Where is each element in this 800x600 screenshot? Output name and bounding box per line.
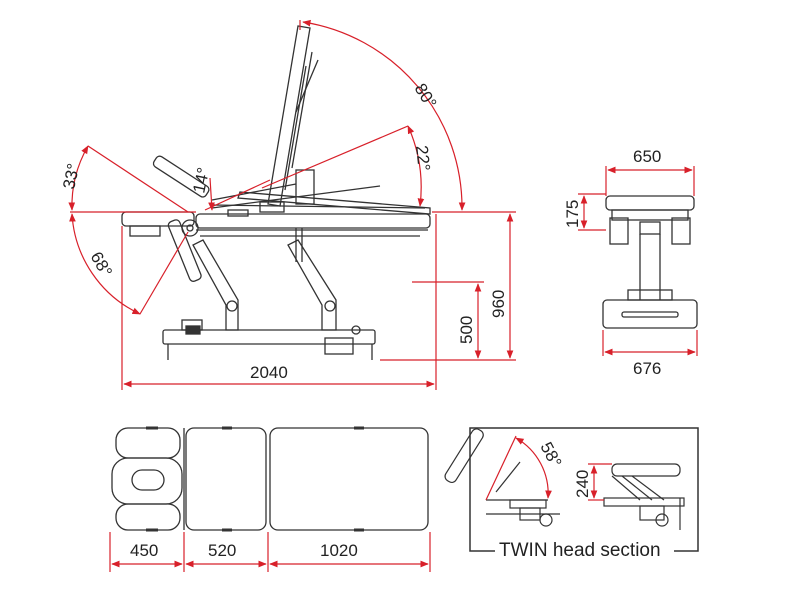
label-33: 33° [59, 162, 83, 191]
base-frame [162, 329, 376, 345]
top-view-dimensions [109, 532, 431, 572]
arc-80 [302, 19, 466, 211]
twin-head-box: TWIN head section [469, 427, 699, 561]
twin-head-caption: TWIN head section [499, 540, 661, 561]
end-mattress [605, 195, 695, 211]
label-22: 22° [412, 144, 434, 172]
face-hole [131, 469, 165, 491]
twin-head-labels: 58° 240 [536, 439, 592, 498]
end-view-labels: 650 676 175 [563, 147, 661, 378]
label-68: 68° [87, 249, 116, 281]
leg-section [269, 427, 429, 531]
head-lowered [167, 219, 202, 282]
label-1020: 1020 [320, 541, 358, 560]
label-450: 450 [130, 541, 158, 560]
side-view-labels: 80° 22° 33° 68° 14° 2040 960 500 [59, 80, 508, 382]
head-raised [152, 155, 210, 198]
twin-head-dimensions [485, 435, 612, 501]
head-cushion-top [115, 427, 181, 459]
back-section [185, 427, 267, 531]
twin-head-tilted [444, 428, 484, 484]
twin-head-raised [611, 463, 681, 477]
label-80: 80° [411, 80, 441, 112]
label-676: 676 [633, 359, 661, 378]
arc-58 [515, 437, 552, 499]
label-500: 500 [457, 316, 476, 344]
backrest-80 [267, 25, 319, 207]
top-view [111, 426, 429, 532]
arc-68 [69, 213, 141, 315]
end-base [602, 299, 698, 329]
side-view-dimensions [68, 19, 516, 390]
twin-head-drawing [444, 428, 685, 530]
backrest-22 [237, 191, 431, 215]
label-960: 960 [489, 290, 508, 318]
label-175: 175 [563, 200, 582, 228]
label-240: 240 [573, 470, 592, 498]
line-22 [261, 125, 409, 189]
top-view-labels: 450 520 1020 [130, 541, 358, 560]
flat-mattress [195, 213, 431, 229]
lift-column-left [192, 239, 239, 331]
label-650: 650 [633, 147, 661, 166]
label-58: 58° [536, 439, 565, 471]
label-2040: 2040 [250, 363, 288, 382]
lift-column-right [287, 239, 337, 331]
head-cushion-middle [111, 457, 183, 505]
head-cushion-bottom [115, 503, 181, 531]
line-33 [87, 145, 189, 213]
end-view [602, 195, 698, 329]
label-520: 520 [208, 541, 236, 560]
side-view [121, 25, 431, 360]
label-14: 14° [189, 166, 213, 195]
end-view-dimensions [578, 166, 698, 356]
